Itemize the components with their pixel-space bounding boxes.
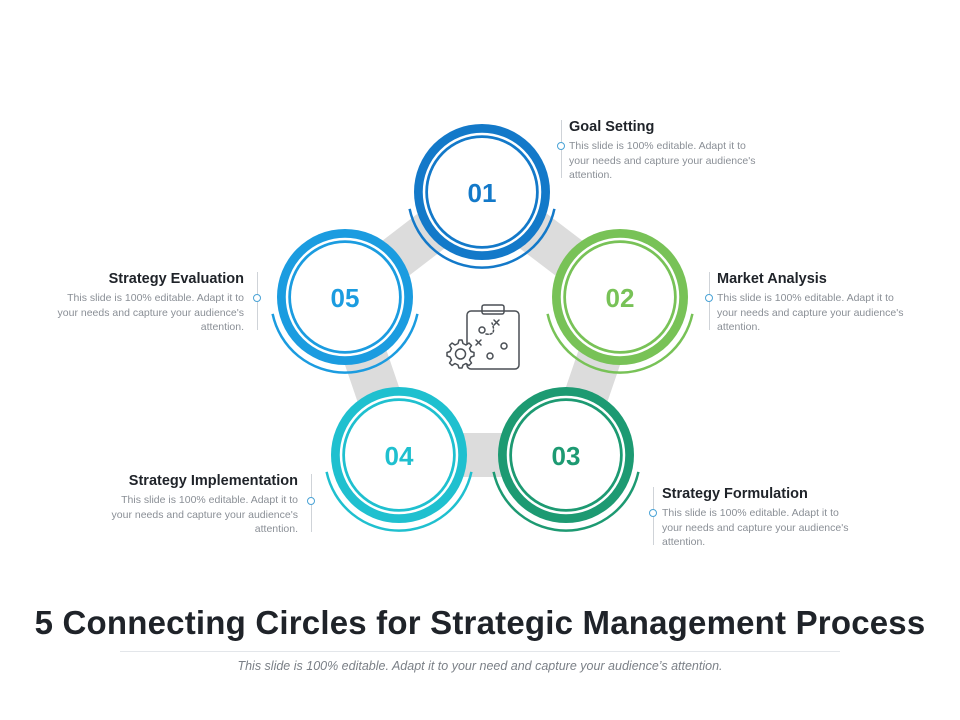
strategy-clipboard-gear-icon (446, 304, 520, 370)
callout-strategy-implementation: Strategy Implementation This slide is 10… (98, 473, 298, 537)
process-diagram: 01 02 03 04 05 (271, 124, 694, 532)
callout-strategy-formulation: Strategy Formulation This slide is 100% … (662, 486, 862, 550)
title-divider (120, 651, 840, 652)
step-description-02: This slide is 100% editable. Adapt it to… (717, 292, 904, 333)
step-circle-03: 03 (492, 387, 640, 532)
callout-strategy-evaluation: Strategy Evaluation This slide is 100% e… (44, 271, 244, 335)
step-description-01: This slide is 100% editable. Adapt it to… (569, 140, 756, 181)
step-title-05: Strategy Evaluation (108, 271, 244, 287)
callout-dot-04 (307, 497, 315, 505)
step-circle-04: 04 (325, 387, 473, 532)
callout-dot-03 (649, 509, 657, 517)
step-title-04: Strategy Implementation (128, 473, 298, 489)
step-title-01: Goal Setting (569, 119, 655, 135)
callout-goal-setting: Goal Setting This slide is 100% editable… (569, 119, 769, 183)
step-circle-01: 01 (408, 124, 556, 269)
callout-dot-01 (557, 142, 565, 150)
callout-dot-05 (253, 294, 261, 302)
step-title-03: Strategy Formulation (662, 486, 808, 502)
step-number-03: 03 (552, 441, 581, 471)
slide-title: 5 Connecting Circles for Strategic Manag… (34, 604, 926, 641)
step-number-05: 05 (331, 283, 360, 313)
step-number-01: 01 (468, 178, 497, 208)
step-number-04: 04 (385, 441, 414, 471)
step-circle-05: 05 (271, 229, 419, 374)
step-description-03: This slide is 100% editable. Adapt it to… (662, 507, 849, 548)
step-number-02: 02 (606, 283, 635, 313)
callout-dot-02 (705, 294, 713, 302)
step-circle-02: 02 (546, 229, 694, 374)
slide-subtitle: This slide is 100% editable. Adapt it to… (237, 659, 723, 673)
step-description-05: This slide is 100% editable. Adapt it to… (57, 292, 244, 333)
step-title-02: Market Analysis (717, 271, 827, 287)
step-description-04: This slide is 100% editable. Adapt it to… (111, 494, 298, 535)
callout-market-analysis: Market Analysis This slide is 100% edita… (717, 271, 917, 335)
